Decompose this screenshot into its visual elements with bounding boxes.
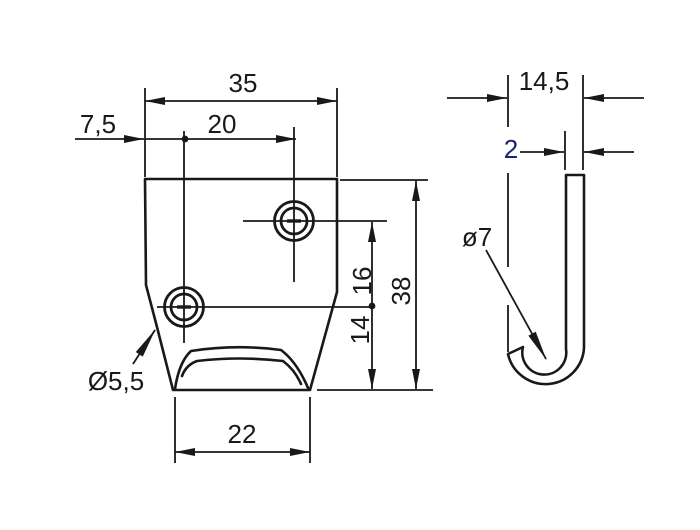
dimension-origin-dot	[181, 135, 189, 143]
side-view: 14,5 2 ø7	[447, 66, 644, 386]
dimension-label-38: 38	[386, 277, 416, 306]
hole-upper-inner-circle	[279, 206, 309, 236]
front-view: 35 7,5 20 16 14 38	[75, 68, 433, 463]
hole-lower-inner-circle	[169, 292, 199, 322]
hole-lower-outer-circle	[163, 286, 205, 328]
dimension-height: 38	[317, 179, 433, 391]
dimension-label-14: 14	[345, 316, 375, 345]
callout-hole-diameter: Ø5,5	[88, 329, 156, 396]
dimension-label-2: 2	[504, 134, 518, 164]
dimension-hole-to-bottom: 14	[345, 306, 376, 389]
dimension-width-top: 35	[144, 68, 338, 177]
dimension-hole-positions: 7,5 20	[75, 109, 296, 143]
dimension-hole-spacing-vertical: 16	[347, 222, 377, 310]
bent-lip-outer-edge	[173, 345, 310, 391]
hole-upper-outer-circle	[273, 200, 315, 242]
hook-profile-outline	[506, 173, 586, 386]
dimension-label-20: 20	[208, 109, 237, 139]
hole-lower	[157, 131, 372, 343]
dimension-label-22: 22	[228, 419, 257, 449]
dimension-label-7-5: 7,5	[80, 109, 116, 139]
hook-diameter-label: ø7	[462, 222, 492, 252]
leader-line	[485, 249, 547, 360]
callout-hook-diameter: ø7	[462, 222, 547, 360]
dimension-depth: 14,5	[447, 66, 644, 102]
plate-outline	[143, 177, 339, 392]
dimension-label-35: 35	[229, 68, 258, 98]
leader-line	[132, 329, 156, 365]
dimension-label-14-5: 14,5	[519, 66, 570, 96]
hole-upper	[243, 127, 387, 282]
dimension-width-bottom: 22	[174, 397, 311, 463]
bent-lip-inner-edge	[180, 357, 303, 386]
dimension-thickness: 2	[504, 134, 634, 164]
hole-diameter-label: Ø5,5	[88, 366, 144, 396]
dimension-label-16: 16	[347, 267, 377, 296]
